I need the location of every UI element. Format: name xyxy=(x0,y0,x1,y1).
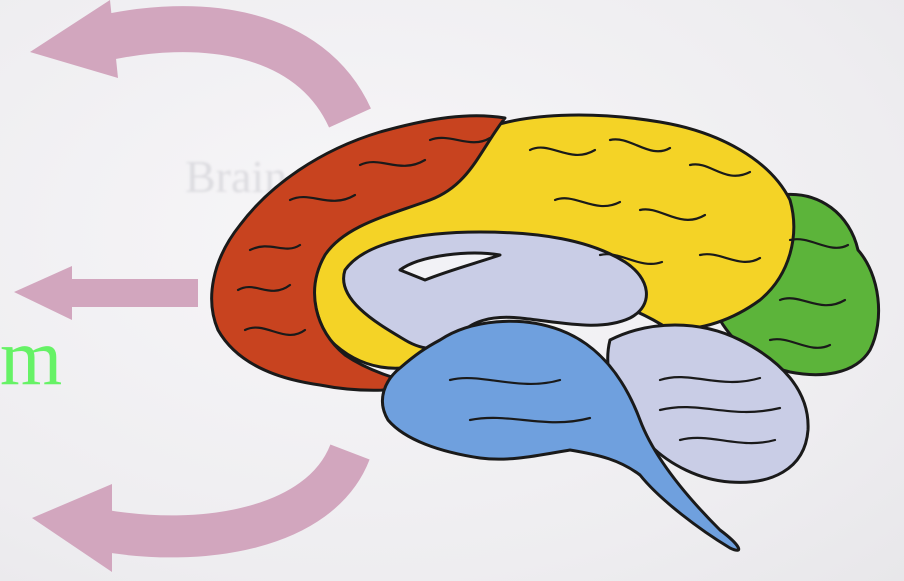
bottom-curved-arrow xyxy=(32,452,350,572)
top-curved-arrow xyxy=(30,0,350,118)
green-label-text: m xyxy=(0,318,62,398)
middle-arrow xyxy=(14,266,198,320)
